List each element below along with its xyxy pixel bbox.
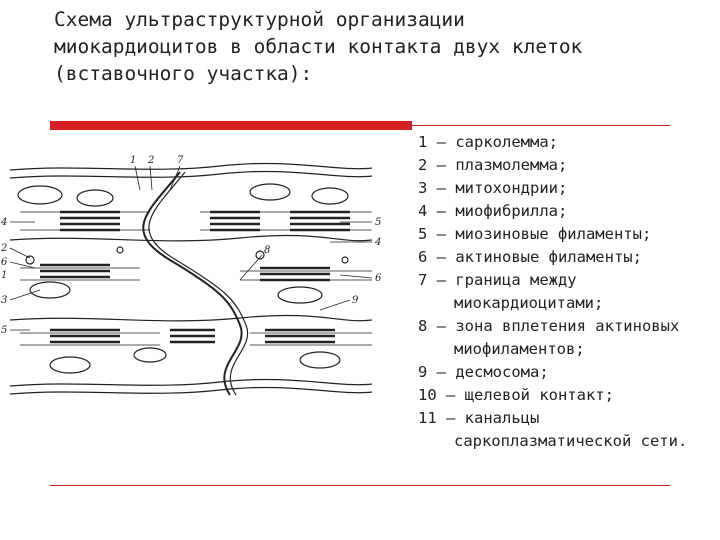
legend-item: 4 — миофибрилла; <box>418 202 568 220</box>
cell-border <box>142 171 243 396</box>
label-3-left: 3 <box>1 295 7 306</box>
title-underline-bar <box>50 121 412 130</box>
legend-item: 9 — десмосома; <box>418 363 549 381</box>
label-6-right: 6 <box>375 273 382 284</box>
label-1-top: 1 <box>130 155 136 166</box>
label-9-right: 9 <box>352 295 359 306</box>
title-line-2: миокардиоцитов в области контакта двух к… <box>54 35 583 58</box>
label-4-right: 4 <box>374 237 381 248</box>
label-5-left: 5 <box>1 325 7 336</box>
legend-item: 2 — плазмолемма; <box>418 156 568 174</box>
label-2-left: 2 <box>0 243 7 254</box>
legend-item: 10 — щелевой контакт; <box>418 386 614 404</box>
sarcolemma-top <box>9 162 373 171</box>
label-6-left: 6 <box>1 257 8 268</box>
title-line-3: (вставочного участка): <box>54 62 313 85</box>
sarcolemma-bottom <box>9 378 373 387</box>
legend-item: 5 — миозиновые филаменты; <box>418 225 652 243</box>
title-underline-thin <box>412 125 670 126</box>
slide-title: Схема ультраструктурной организации миок… <box>54 6 704 87</box>
label-1-left: 1 <box>1 270 7 281</box>
label-2-top: 2 <box>147 155 154 166</box>
label-8-right: 8 <box>264 245 270 256</box>
legend-item: 3 — митохондрии; <box>418 179 568 197</box>
label-4-left: 4 <box>0 217 7 228</box>
legend-item: 6 — актиновые филаменты; <box>418 248 642 266</box>
title-line-1: Схема ультраструктурной организации <box>54 8 465 31</box>
cardiomyocyte-contact-diagram: 1 2 7 4 2 6 1 3 5 5 4 6 8 9 <box>0 155 382 396</box>
label-5-right: 5 <box>375 217 381 228</box>
legend-item: 1 — сарколемма; <box>418 133 558 151</box>
legend-list: 1 — сарколемма; 2 — плазмолемма; 3 — мит… <box>418 131 718 453</box>
footer-divider <box>50 485 670 486</box>
label-7-top: 7 <box>177 155 184 166</box>
